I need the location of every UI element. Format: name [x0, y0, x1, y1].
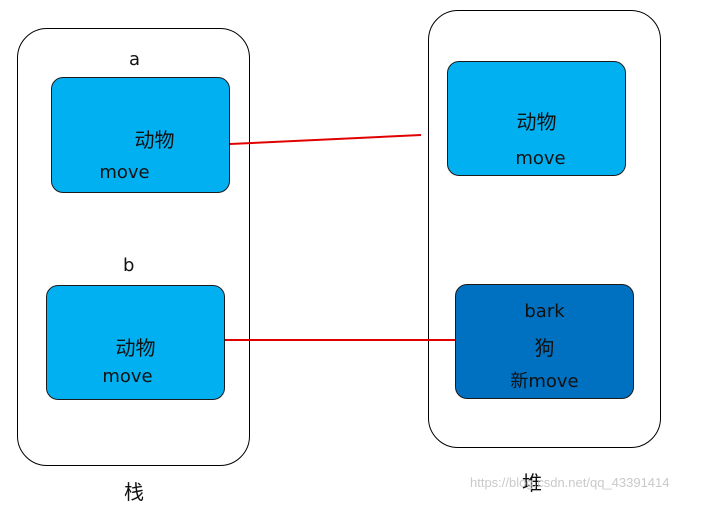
stack-box-a-method: move [99, 162, 150, 183]
heap-animal-object: 动物 move [447, 61, 626, 176]
stack-box-b-type: 动物 [115, 336, 156, 360]
reference-line-a [229, 134, 422, 145]
heap-label: 堆 [522, 471, 542, 495]
variable-b-label: b [123, 255, 135, 276]
heap-dog-type: 狗 [534, 336, 555, 360]
stack-box-b-method: move [102, 366, 153, 387]
heap-dog-method-bark: bark [524, 301, 565, 322]
heap-dog-method-move: 新move [510, 371, 579, 392]
variable-a-label: a [129, 49, 141, 70]
heap-animal-method: move [515, 148, 566, 169]
heap-dog-object: bark 狗 新move [455, 284, 634, 399]
stack-label: 栈 [124, 480, 144, 504]
stack-box-a-type: 动物 [134, 128, 175, 152]
watermark-text: https://blog.csdn.net/qq_43391414 [470, 475, 670, 490]
stack-box-a: 动物 move [51, 77, 230, 193]
stack-box-b: 动物 move [46, 285, 225, 400]
heap-animal-type: 动物 [516, 110, 557, 134]
